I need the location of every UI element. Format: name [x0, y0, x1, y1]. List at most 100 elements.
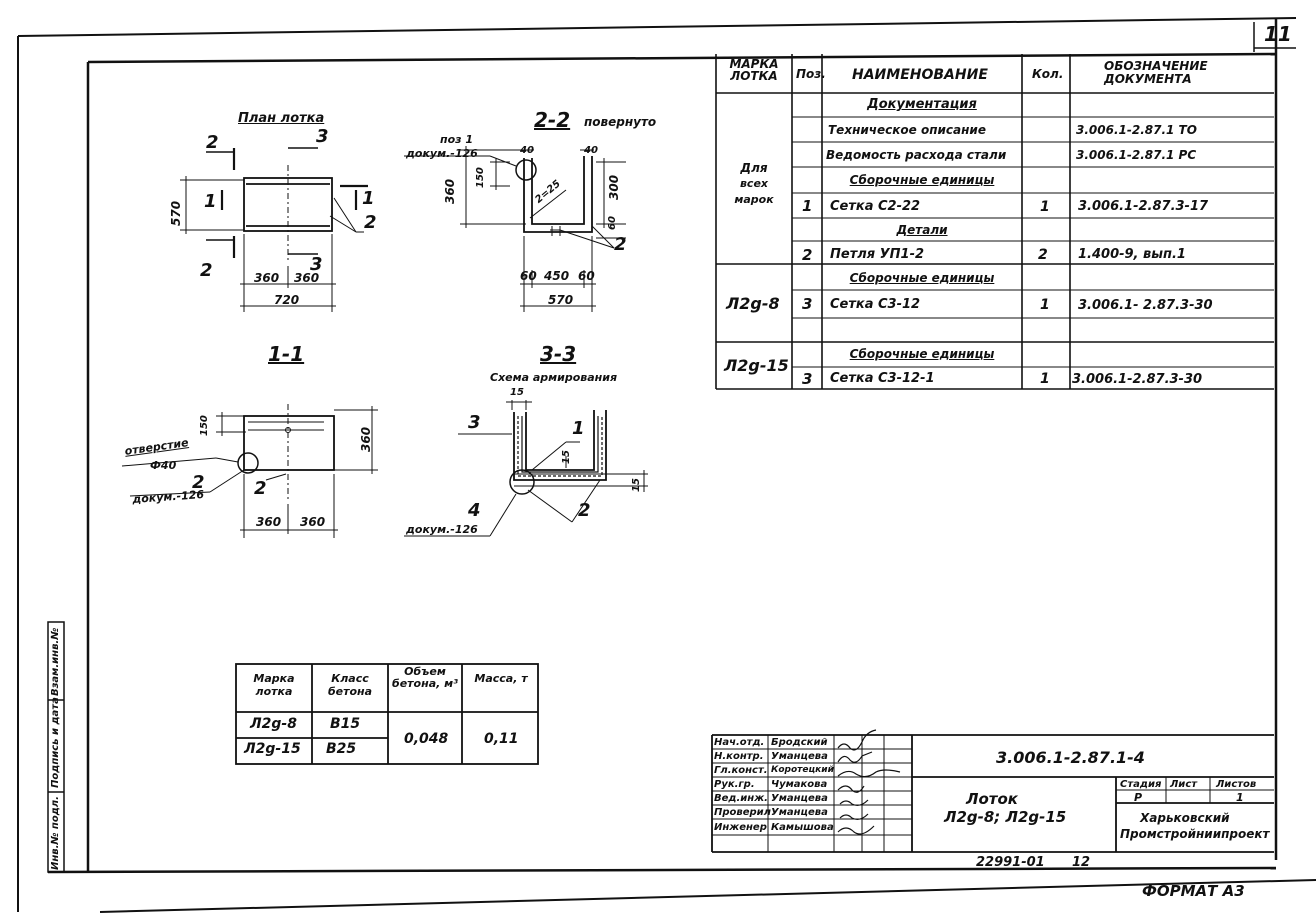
s22-dim: 60: [520, 269, 537, 283]
s33-pos2: 2: [578, 500, 591, 521]
section-3-3-note: Схема армирования: [490, 371, 618, 384]
s22-dim: 40: [584, 145, 598, 156]
spec-row-name: Сборочные единицы: [849, 271, 995, 285]
plan-dim-total: 720: [274, 293, 300, 307]
tb-sheet-header: Лист: [1170, 779, 1198, 790]
s11-dim: 360: [300, 515, 326, 529]
tb-role: Инженер: [714, 822, 767, 833]
spec-row-qty: 1: [1040, 371, 1050, 387]
spec-row-name: Сетка С2-22: [830, 199, 921, 214]
plan-cut-mark: 1: [362, 188, 375, 209]
plan-dim-height: 570: [169, 200, 183, 226]
s22-dim: 300: [607, 174, 621, 200]
spec-row-pos: 1: [802, 197, 813, 215]
tb-name: Бродский: [771, 737, 828, 748]
tb-name: Камышова: [771, 822, 834, 833]
spec-row-name: Документация: [867, 97, 977, 112]
spec-row-name: Детали: [896, 223, 948, 237]
s22-dim: 60: [578, 269, 595, 283]
side-stamp-replace: Взам.инв.№: [50, 627, 61, 696]
spec-row-pos: 3: [802, 295, 813, 313]
spec-row-qty: 1: [1040, 297, 1050, 313]
tb-sheets: 1: [1236, 791, 1244, 804]
spec-row-doc: 3.006.1-2.87.1 РС: [1076, 148, 1197, 162]
s11-dim: 360: [359, 426, 373, 452]
s11-dim: 360: [256, 515, 282, 529]
section-3-3-title: 3-3: [540, 342, 577, 366]
s22-pos2: 2: [614, 234, 627, 255]
spec-marka-l15: Л2g-15: [724, 356, 789, 375]
tb-stage: Р: [1134, 791, 1143, 804]
tb-stage-header: Стадия: [1120, 779, 1162, 790]
tb-name: Чумакова: [771, 779, 828, 790]
spec-row-doc: 1.400-9, вып.1: [1078, 247, 1186, 262]
spec-marka-l8: Л2g-8: [726, 294, 780, 313]
spec-header-name: НАИМЕНОВАНИЕ: [852, 67, 988, 83]
tb-title-1: Лоток: [966, 790, 1018, 808]
spec-row-qty: 2: [1038, 247, 1048, 263]
s22-dim: 150: [475, 167, 486, 188]
plan-pos-mark: 2: [364, 212, 377, 233]
spec-row-name: Сетка С3-12: [830, 297, 921, 312]
plan-cut-mark: 2: [206, 132, 219, 153]
mass-row-class: В25: [326, 741, 357, 757]
spec-header-pos: Поз.: [796, 67, 826, 81]
s33-pos1: 1: [572, 418, 585, 439]
tb-sheets-header: Листов: [1216, 779, 1257, 790]
mass-row-mark: Л2g-15: [244, 741, 301, 757]
s11-phi: Ф40: [150, 459, 177, 472]
s33-dim: 15: [631, 478, 642, 492]
mass-header-volume: Объем бетона, м³: [392, 665, 458, 690]
s22-doc: докум.-126: [406, 147, 478, 160]
tb-role: Проверил: [714, 807, 771, 818]
spec-row-name: Ведомость расхода стали: [826, 148, 1007, 162]
spec-marka-all-1: Для: [740, 161, 768, 175]
tb-org-2: Промстройниипроект: [1120, 827, 1270, 841]
tb-org-1: Харьковский: [1140, 811, 1230, 825]
spec-header-marka: МАРКА ЛОТКА: [729, 57, 779, 83]
mass-row-class: В15: [330, 716, 361, 732]
s33-dim: 15: [510, 387, 524, 398]
s22-dim: 60: [607, 216, 618, 230]
archive-number: 22991-01: [976, 855, 1045, 870]
s22-dim: 570: [548, 293, 574, 307]
spec-marka-all-3: марок: [734, 193, 774, 206]
plan-title: План лотка: [238, 111, 325, 126]
archive-page: 12: [1072, 855, 1091, 870]
plan-dim-left: 360: [254, 271, 280, 285]
spec-row-name: Техническое описание: [828, 123, 986, 137]
mass-volume: 0,048: [404, 731, 449, 747]
s22-dim: 360: [443, 178, 457, 204]
spec-row-name: Петля УП1-2: [830, 247, 925, 262]
plan-cut-mark: 2: [200, 260, 213, 281]
plan-cut-mark: 3: [316, 126, 329, 147]
tb-role: Вед.инж.: [714, 793, 768, 804]
spec-header-doc: ОБОЗНАЧЕНИЕ ДОКУМЕНТА: [1104, 59, 1208, 86]
spec-row-doc: 3.006.1-2.87.3-30: [1072, 372, 1203, 387]
plan-dim-right: 360: [294, 271, 320, 285]
s11-pos2: 2: [192, 472, 205, 493]
s22-pos1: поз 1: [440, 133, 474, 146]
side-stamp-sign: Подпись и дата: [50, 697, 61, 788]
section-2-2-title: 2-2: [534, 108, 571, 132]
spec-row-qty: 1: [1040, 199, 1050, 215]
mass-row-mark: Л2g-8: [250, 716, 297, 732]
s22-dim: 40: [520, 145, 534, 156]
spec-row-doc: 3.006.1- 2.87.3-30: [1078, 298, 1213, 313]
mass-header-mark: Марка лотка: [253, 672, 295, 698]
side-stamp-inv: Инв.№ подл.: [50, 796, 61, 870]
tb-name: Уманцева: [771, 807, 828, 818]
tb-role: Рук.гр.: [714, 779, 755, 790]
s22-dim: 450: [544, 269, 570, 283]
tb-role: Н.контр.: [714, 751, 764, 762]
section-2-2-note: повернуто: [584, 115, 657, 129]
format-label: ФОРМАТ А3: [1142, 882, 1245, 900]
tb-name: Коротецкий: [771, 765, 834, 775]
spec-row-pos: 3: [802, 370, 813, 388]
s33-pos3: 3: [468, 412, 481, 433]
mass-header-mass: Масса, т: [474, 672, 528, 685]
spec-row-pos: 2: [802, 246, 813, 264]
spec-row-name: Сборочные единицы: [849, 347, 995, 361]
tb-name: Уманцева: [771, 751, 828, 762]
